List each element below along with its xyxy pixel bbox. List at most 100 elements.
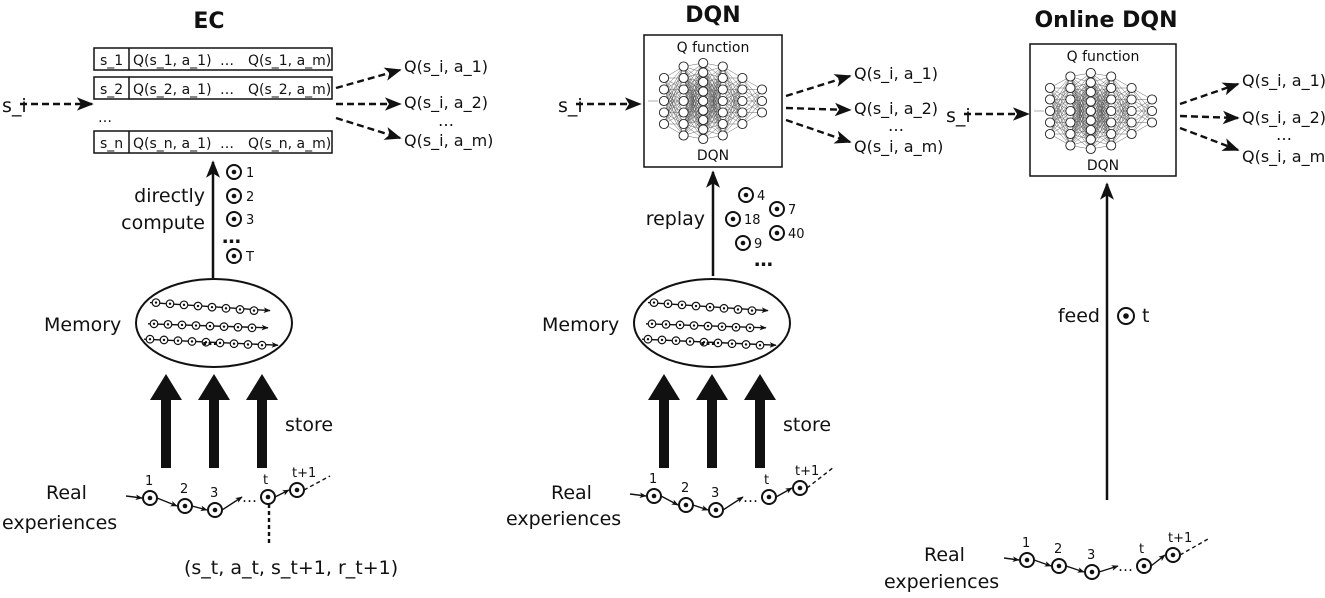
network-node [1085,86,1096,98]
step-label: t+1 [292,466,316,481]
svg-text:40: 40 [788,227,805,242]
network-node [756,95,768,107]
step-label: 3 [711,486,719,501]
network-node [658,95,670,107]
timeline-continuation [806,466,835,489]
memory-ellipsis: … [700,330,716,349]
network-node [698,133,709,145]
panel-title: DQN [685,3,740,28]
network-node [678,61,689,72]
timeline-arrow [660,495,679,506]
sampled-steps: 4 7 18 40 9 … [725,187,805,271]
svg-text:1: 1 [246,166,254,181]
state-input-label: s_i [946,105,971,127]
store-arrows [648,374,776,468]
network-node [698,124,709,135]
network-node [1106,105,1117,117]
timeline-arrow [722,496,744,511]
network-node [678,130,689,141]
network-node [717,107,728,118]
output-arrow [335,67,402,90]
network-node [1085,67,1096,79]
experience-label: Real [551,482,592,504]
memory-ellipsis: … [202,330,218,349]
timeline-ellipsis: … [1118,557,1133,575]
timeline-continuation [303,475,331,491]
network-node [1126,128,1137,140]
svg-text:18: 18 [744,213,761,228]
table-cell: Q(s_n, a_m) [248,136,331,152]
timeline-arrow [125,494,143,500]
memory-trajectories: … [641,298,777,350]
step-label: 1 [145,474,153,489]
network-node [1044,82,1056,94]
network-node [737,118,748,130]
timeline-arrow [191,505,208,512]
table-cell: … [220,53,234,69]
neural-network [648,57,768,145]
table-cell: … [220,136,234,152]
svg-text:3: 3 [246,213,254,228]
table-cell: Q(s_n, a_1) [133,136,212,152]
q-function-title: Q function [677,40,750,56]
network-node [737,84,748,95]
output-arrow [785,102,852,117]
timeline-arrow [1003,556,1020,562]
step-label: 2 [681,481,689,496]
arrow-label: replay [646,208,705,230]
q-output: Q(s_i, a_m) [404,131,493,151]
panel-dqn: DQN s_i Q function DQN Q(s_i, a_1) Q(s_i… [506,3,943,530]
memory-label: Memory [542,314,619,336]
network-node [1065,128,1076,140]
q-table: s_1 Q(s_1, a_1) … Q(s_1, a_m) s_2 Q(s_2,… [93,47,333,154]
output-arrow [1179,126,1240,152]
experience-label: Real [924,544,965,566]
step-label: 2 [180,482,188,497]
network-node [717,95,728,107]
memory-label: Memory [44,314,121,336]
state-input-label: s_i [558,95,583,117]
step-label: t+1 [1168,531,1192,546]
memory-trajectories: … [143,298,279,350]
network-node [1044,105,1056,117]
panel-title: Online DQN [1034,8,1177,33]
state-input-label: s_i [2,95,27,117]
network-node [1126,117,1137,128]
network-node [737,72,748,84]
experience-label: experiences [2,512,117,534]
network-node [1065,94,1076,105]
network-node [658,84,670,95]
network-node [1106,117,1117,128]
network-node [717,118,728,130]
timeline-arrow [1033,559,1052,567]
neural-network [1034,67,1158,155]
step-label: t+1 [795,464,819,479]
network-node [1106,82,1117,94]
step-label: 1 [649,472,657,487]
q-output: Q(s_i, a_m) [854,137,943,157]
network-node [1044,117,1056,128]
step-label: t [263,473,268,488]
network-node [678,84,689,95]
step-label: 1 [1022,536,1030,551]
timeline-arrow [221,496,243,511]
network-node [698,67,709,78]
timeline-arrow [1065,565,1085,573]
panel-online-dqn: Online DQN s_i Q function DQN Q(s_i, a_1… [884,8,1325,593]
network-node [1126,105,1137,117]
q-output: Q(s_i, a_1) [854,64,938,84]
network-node [678,72,689,84]
network-node [737,107,748,118]
network-node [698,105,709,116]
q-function-caption: DQN [1087,158,1119,174]
network-node [658,118,670,130]
network-node [1065,140,1076,151]
q-output: Q(s_i, a_1) [1242,71,1325,91]
network-node [1085,143,1096,155]
network-node [678,95,689,107]
output-arrow [335,116,402,140]
step-label: 3 [210,486,218,501]
